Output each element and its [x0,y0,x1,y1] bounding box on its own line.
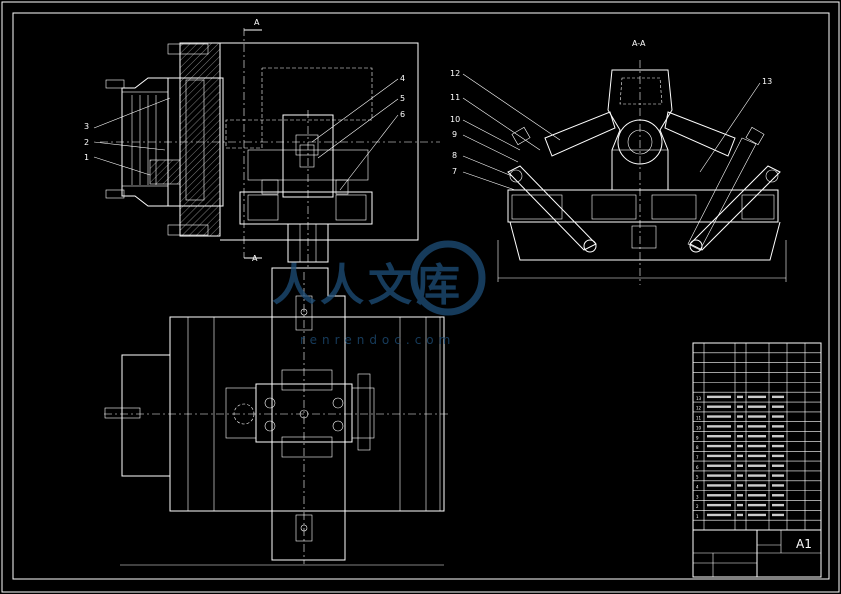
parts-list-text-mark [737,395,743,399]
watermark: 人人文库 renrendoc.com [272,240,486,347]
balloon-6: 6 [400,110,405,119]
parts-list-text-mark [772,395,784,399]
parts-list-text-mark [737,503,743,507]
parts-list-text-mark [737,415,743,418]
parts-list-text-mark [737,513,743,517]
parts-list-text-mark [772,425,784,428]
parts-list-text-mark [772,464,784,467]
parts-list-text-mark [707,474,731,477]
parts-list-text-mark [748,474,766,477]
parts-list-item-number: 10 [696,425,702,430]
section-title: A-A [632,39,646,48]
parts-list-text-mark [707,464,731,467]
parts-list-item-number: 13 [696,396,702,401]
parts-list-text-mark [748,435,766,438]
parts-list-text-mark [748,415,766,418]
parts-list-text-mark [707,415,731,418]
section-leaders [462,73,761,191]
parts-list-item-number: 5 [696,475,699,480]
parts-list-text-mark [748,395,766,399]
parts-list-text-mark [737,435,743,438]
parts-list-text-mark [748,464,766,467]
parts-list-text-mark [707,395,731,399]
parts-list-item-number: 3 [696,494,699,499]
sheet-size-label: A1 [796,537,812,551]
parts-list-text-mark [707,405,731,408]
parts-list-text-mark [772,415,784,418]
section-view [497,60,787,285]
balloon-12: 12 [450,69,460,78]
parts-list-item-number: 2 [696,504,699,509]
parts-list-text-mark [748,425,766,428]
watermark-url: renrendoc.com [300,333,455,347]
parts-list-text-mark [707,494,731,497]
parts-list-text-mark [772,444,784,448]
parts-list-text-mark [707,444,731,448]
parts-list-text-mark [707,435,731,438]
parts-list-text-mark [748,405,766,408]
balloon-8: 8 [452,151,457,160]
balloon-1: 1 [84,153,89,162]
parts-list-text-mark [772,454,784,458]
parts-list-text-mark [737,474,743,477]
parts-list-text-mark [737,464,743,467]
parts-list-text-mark [737,444,743,448]
parts-list-text-mark [772,484,784,487]
parts-list-item-number: 4 [696,484,699,489]
parts-list-text-mark [707,484,731,487]
parts-list-text-mark [748,454,766,458]
parts-list-text-mark [707,503,731,507]
parts-list-item-number: 7 [696,455,699,460]
balloon-7: 7 [452,167,457,176]
top-view [104,267,450,566]
parts-list-item-number: 6 [696,465,699,470]
parts-list-item-number: 8 [696,445,699,450]
front-view [100,28,440,268]
parts-list-text-mark [772,405,784,408]
parts-list-text-mark [748,494,766,497]
parts-list-item-number: 11 [696,416,702,421]
parts-list-text-mark [748,484,766,487]
parts-list-item-number: 1 [696,514,699,519]
parts-list-text-mark [707,425,731,428]
balloon-2: 2 [84,138,89,147]
balloon-13: 13 [762,77,772,86]
parts-list-text-mark [737,405,743,408]
parts-list-text-mark [748,444,766,448]
parts-list-text-mark [737,484,743,487]
section-mark-top: A [254,18,260,27]
parts-list-text-mark [772,474,784,477]
parts-list-text-mark [737,425,743,428]
balloon-10: 10 [450,115,460,124]
title-block: 13 12 11 10 9 8 7 6 5 4 3 2 1 [692,342,822,578]
parts-list-text-mark [737,454,743,458]
parts-list-text-mark [748,503,766,507]
parts-list-text-mark [737,494,743,497]
balloon-11: 11 [450,93,460,102]
parts-list-item-number: 9 [696,435,699,440]
parts-list-text-mark [772,494,784,497]
parts-list-text-mark [772,503,784,507]
balloon-5: 5 [400,94,405,103]
parts-list-item-number: 12 [696,406,702,411]
balloon-3: 3 [84,122,89,131]
parts-list-text-mark [707,513,731,517]
section-mark-bottom: A [252,254,258,263]
watermark-logo-text: 人人文库 [272,260,464,311]
parts-list-text-mark [707,454,731,458]
parts-list-text-mark [772,513,784,517]
balloon-9: 9 [452,130,457,139]
parts-list-text-mark [748,513,766,517]
front-leaders [93,78,399,191]
parts-list-text-mark [772,435,784,438]
balloon-4: 4 [400,74,405,83]
